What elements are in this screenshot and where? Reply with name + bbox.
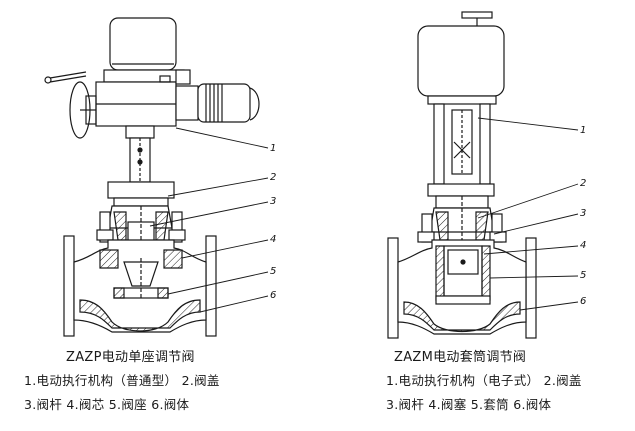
right-callout-3: 3 [580, 208, 586, 219]
right-leader-lines [477, 117, 579, 311]
left-callout-3: 3 [270, 196, 276, 207]
left-callout-2: 2 [270, 172, 276, 183]
left-callout-numbers: 1 2 3 4 5 6 [270, 143, 276, 301]
left-actuator [44, 17, 260, 139]
left-callout-1: 1 [270, 143, 276, 154]
right-callout-numbers: 1 2 3 4 5 6 [580, 125, 586, 307]
left-caption-title: ZAZP电动单座调节阀 [66, 350, 195, 365]
left-leader-lines [149, 127, 269, 313]
left-stem-column [107, 125, 175, 207]
right-callout-5: 5 [580, 270, 586, 281]
right-callout-6: 6 [580, 296, 586, 307]
right-callout-2: 2 [580, 178, 586, 189]
right-callout-4: 4 [580, 240, 586, 251]
right-actuator [417, 11, 505, 105]
right-legend-row-1: 1.电动执行机构（电子式） 2.阀盖 [386, 373, 582, 388]
left-legend-row-2: 3.阀杆 4.阀芯 5.阀座 6.阀体 [24, 397, 190, 412]
left-valve-drawing [44, 17, 269, 337]
left-callout-6: 6 [270, 290, 276, 301]
right-legend-row-2: 3.阀杆 4.阀塞 5.套筒 6.阀体 [386, 397, 552, 412]
left-callout-4: 4 [270, 234, 276, 245]
right-valve-drawing [387, 11, 579, 339]
right-body [387, 237, 537, 339]
left-body [63, 235, 217, 337]
left-bonnet [96, 205, 186, 262]
left-callout-5: 5 [270, 266, 276, 277]
right-callout-1: 1 [580, 125, 586, 136]
left-legend-row-1: 1.电动执行机构（普通型） 2.阀盖 [24, 373, 220, 388]
right-caption-title: ZAZM电动套筒调节阀 [394, 350, 527, 365]
right-yoke [427, 103, 495, 209]
